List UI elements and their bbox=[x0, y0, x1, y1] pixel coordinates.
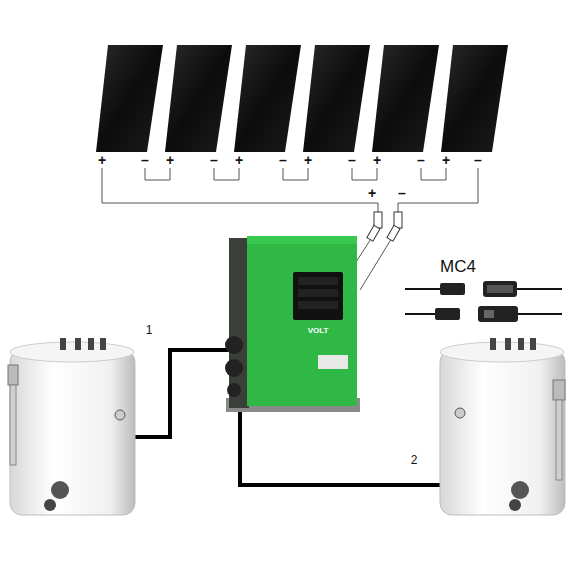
mc4-connector bbox=[367, 212, 402, 241]
polarity-mark: + bbox=[441, 153, 451, 167]
solar-inverter bbox=[225, 236, 360, 412]
callout-number: 2 bbox=[410, 454, 419, 466]
callout-number: 1 bbox=[145, 324, 154, 336]
polarity-mark: – bbox=[473, 153, 483, 167]
brand-label: VOLT bbox=[307, 327, 330, 335]
water-tank-left bbox=[8, 338, 135, 515]
polarity-mark: + bbox=[234, 153, 244, 167]
polarity-mark: + bbox=[97, 153, 107, 167]
polarity-mark: + bbox=[367, 186, 377, 200]
connector-label: MC4 bbox=[439, 258, 477, 275]
mc4-icons bbox=[405, 281, 562, 322]
polarity-mark: + bbox=[303, 153, 313, 167]
water-tank-right bbox=[440, 338, 565, 515]
polarity-mark: – bbox=[416, 153, 426, 167]
solar-panels bbox=[96, 45, 508, 152]
polarity-mark: – bbox=[347, 153, 357, 167]
polarity-mark: – bbox=[278, 153, 288, 167]
polarity-mark: – bbox=[140, 153, 150, 167]
polarity-mark: – bbox=[397, 186, 407, 200]
polarity-mark: – bbox=[209, 153, 219, 167]
polarity-mark: + bbox=[165, 153, 175, 167]
polarity-mark: + bbox=[372, 153, 382, 167]
